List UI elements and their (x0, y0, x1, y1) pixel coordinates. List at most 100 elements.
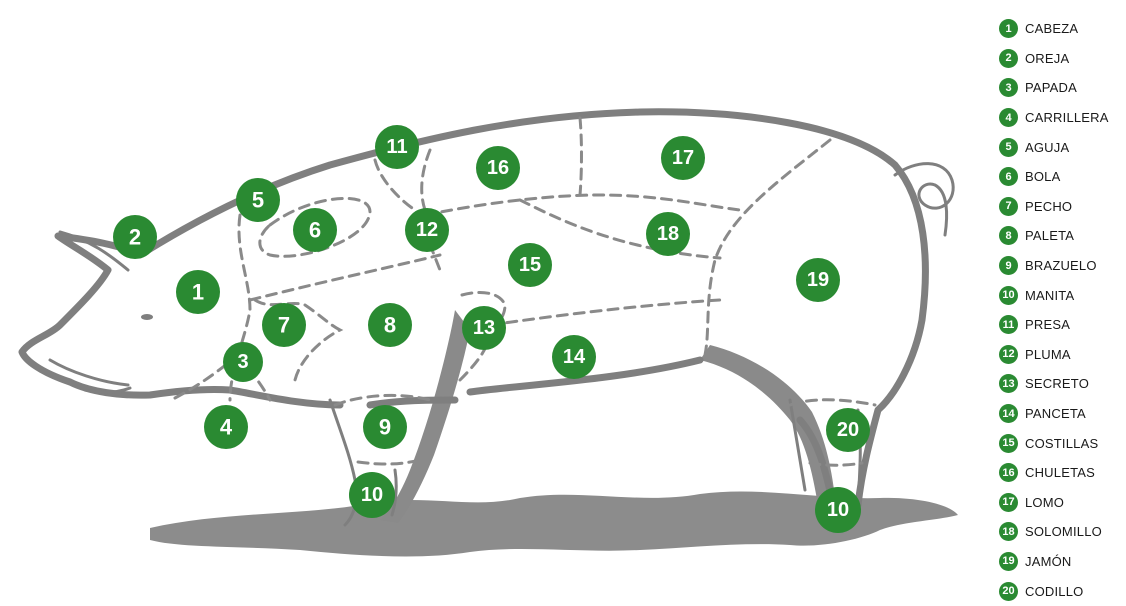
svg-text:20: 20 (837, 419, 859, 441)
svg-text:2: 2 (129, 225, 141, 250)
legend-label: PLUMA (1025, 347, 1071, 362)
legend-item-cabeza: 1 CABEZA (999, 14, 1124, 44)
cut-line-codillo-low (810, 463, 862, 465)
cuts-legend: 1 CABEZA 2 OREJA 3 PAPADA 4CARRILLERA 5 AGUJ… (999, 14, 1124, 606)
legend-number: 9 (999, 256, 1018, 275)
cut-line-solomillo (520, 200, 720, 258)
legend-item-secreto: 13 SECRETO (999, 369, 1124, 399)
badge-cut-3: 3 (223, 342, 263, 382)
badge-cut-15: 15 (508, 243, 552, 287)
badge-cut-9: 9 (363, 405, 407, 449)
svg-text:8: 8 (384, 313, 396, 338)
svg-text:6: 6 (309, 218, 321, 243)
legend-item-chuletas: 16 CHULETAS (999, 458, 1124, 488)
legend-number: 16 (999, 463, 1018, 482)
legend-item-pluma: 12 PLUMA (999, 340, 1124, 370)
badge-cut-14: 14 (552, 335, 596, 379)
svg-text:12: 12 (416, 219, 438, 241)
legend-label: PAPADA (1025, 80, 1077, 95)
legend-label: CARRILLERA (1025, 110, 1109, 125)
svg-text:7: 7 (278, 313, 290, 338)
legend-number: 18 (999, 522, 1018, 541)
badge-cut-2: 2 (113, 215, 157, 259)
cut-line-costillas (490, 300, 720, 325)
svg-text:16: 16 (487, 157, 509, 179)
svg-text:9: 9 (379, 415, 391, 440)
legend-item-brazuelo: 9 BRAZUELO (999, 251, 1124, 281)
rear-leg-far (700, 345, 836, 505)
legend-label: OREJA (1025, 51, 1069, 66)
legend-item-aguja: 5 AGUJA (999, 132, 1124, 162)
badge-cut-7: 7 (262, 303, 306, 347)
legend-number: 10 (999, 286, 1018, 305)
svg-text:14: 14 (563, 346, 586, 368)
legend-number: 14 (999, 404, 1018, 423)
badge-cut-16: 16 (476, 146, 520, 190)
badge-cut-12: 12 (405, 208, 449, 252)
svg-text:1: 1 (192, 280, 204, 305)
svg-text:17: 17 (672, 147, 694, 169)
svg-text:10: 10 (361, 484, 383, 506)
legend-number: 13 (999, 374, 1018, 393)
badge-cut-8: 8 (368, 303, 412, 347)
pig-cuts-diagram: 1 2 3 4 5 6 7 8 9 10 11 12 13 14 15 16 1… (0, 0, 990, 597)
legend-label: PRESA (1025, 317, 1070, 332)
legend-label: BRAZUELO (1025, 258, 1097, 273)
legend-item-costillas: 15 COSTILLAS (999, 428, 1124, 458)
svg-text:13: 13 (473, 317, 495, 339)
badge-cut-17: 17 (661, 136, 705, 180)
legend-label: CHULETAS (1025, 465, 1095, 480)
svg-text:19: 19 (807, 269, 829, 291)
legend-number: 5 (999, 138, 1018, 157)
badge-cut-5: 5 (236, 178, 280, 222)
legend-number: 12 (999, 345, 1018, 364)
legend-number: 19 (999, 552, 1018, 571)
legend-label: SECRETO (1025, 376, 1089, 391)
badge-cut-10: 10 (349, 472, 395, 518)
badge-cut-4: 4 (204, 405, 248, 449)
svg-text:15: 15 (519, 254, 541, 276)
cut-line-aguja (250, 255, 440, 300)
badge-cut-13: 13 (462, 306, 506, 350)
legend-label: PALETA (1025, 228, 1074, 243)
badge-cut-20: 20 (826, 408, 870, 452)
svg-text:11: 11 (386, 136, 407, 158)
svg-text:4: 4 (220, 415, 233, 440)
legend-item-manita: 10 MANITA (999, 280, 1124, 310)
legend-number: 15 (999, 434, 1018, 453)
legend-item-panceta: 14 PANCETA (999, 399, 1124, 429)
legend-number: 3 (999, 78, 1018, 97)
svg-text:10: 10 (827, 499, 849, 521)
badge-cut-19: 19 (796, 258, 840, 302)
legend-number: 2 (999, 49, 1018, 68)
svg-text:18: 18 (657, 223, 679, 245)
legend-label: CABEZA (1025, 21, 1078, 36)
legend-label: SOLOMILLO (1025, 524, 1102, 539)
legend-item-paleta: 8 PALETA (999, 221, 1124, 251)
cut-line-chuletas (425, 195, 740, 215)
legend-label: PANCETA (1025, 406, 1086, 421)
cut-line-jamon (705, 140, 830, 355)
badge-cut-1: 1 (176, 270, 220, 314)
legend-number: 17 (999, 493, 1018, 512)
legend-label: AGUJA (1025, 140, 1069, 155)
legend-number: 1 (999, 19, 1018, 38)
svg-text:5: 5 (252, 188, 264, 213)
legend-label: LOMO (1025, 495, 1064, 510)
legend-label: MANITA (1025, 288, 1074, 303)
legend-label: PECHO (1025, 199, 1072, 214)
svg-text:3: 3 (237, 351, 248, 373)
cut-line-lomo (580, 118, 582, 195)
badge-cut-6: 6 (293, 208, 337, 252)
legend-number: 6 (999, 167, 1018, 186)
legend-item-solomillo: 18 SOLOMILLO (999, 517, 1124, 547)
legend-item-papada: 3 PAPADA (999, 73, 1124, 103)
legend-label: COSTILLAS (1025, 436, 1098, 451)
legend-number: 8 (999, 226, 1018, 245)
